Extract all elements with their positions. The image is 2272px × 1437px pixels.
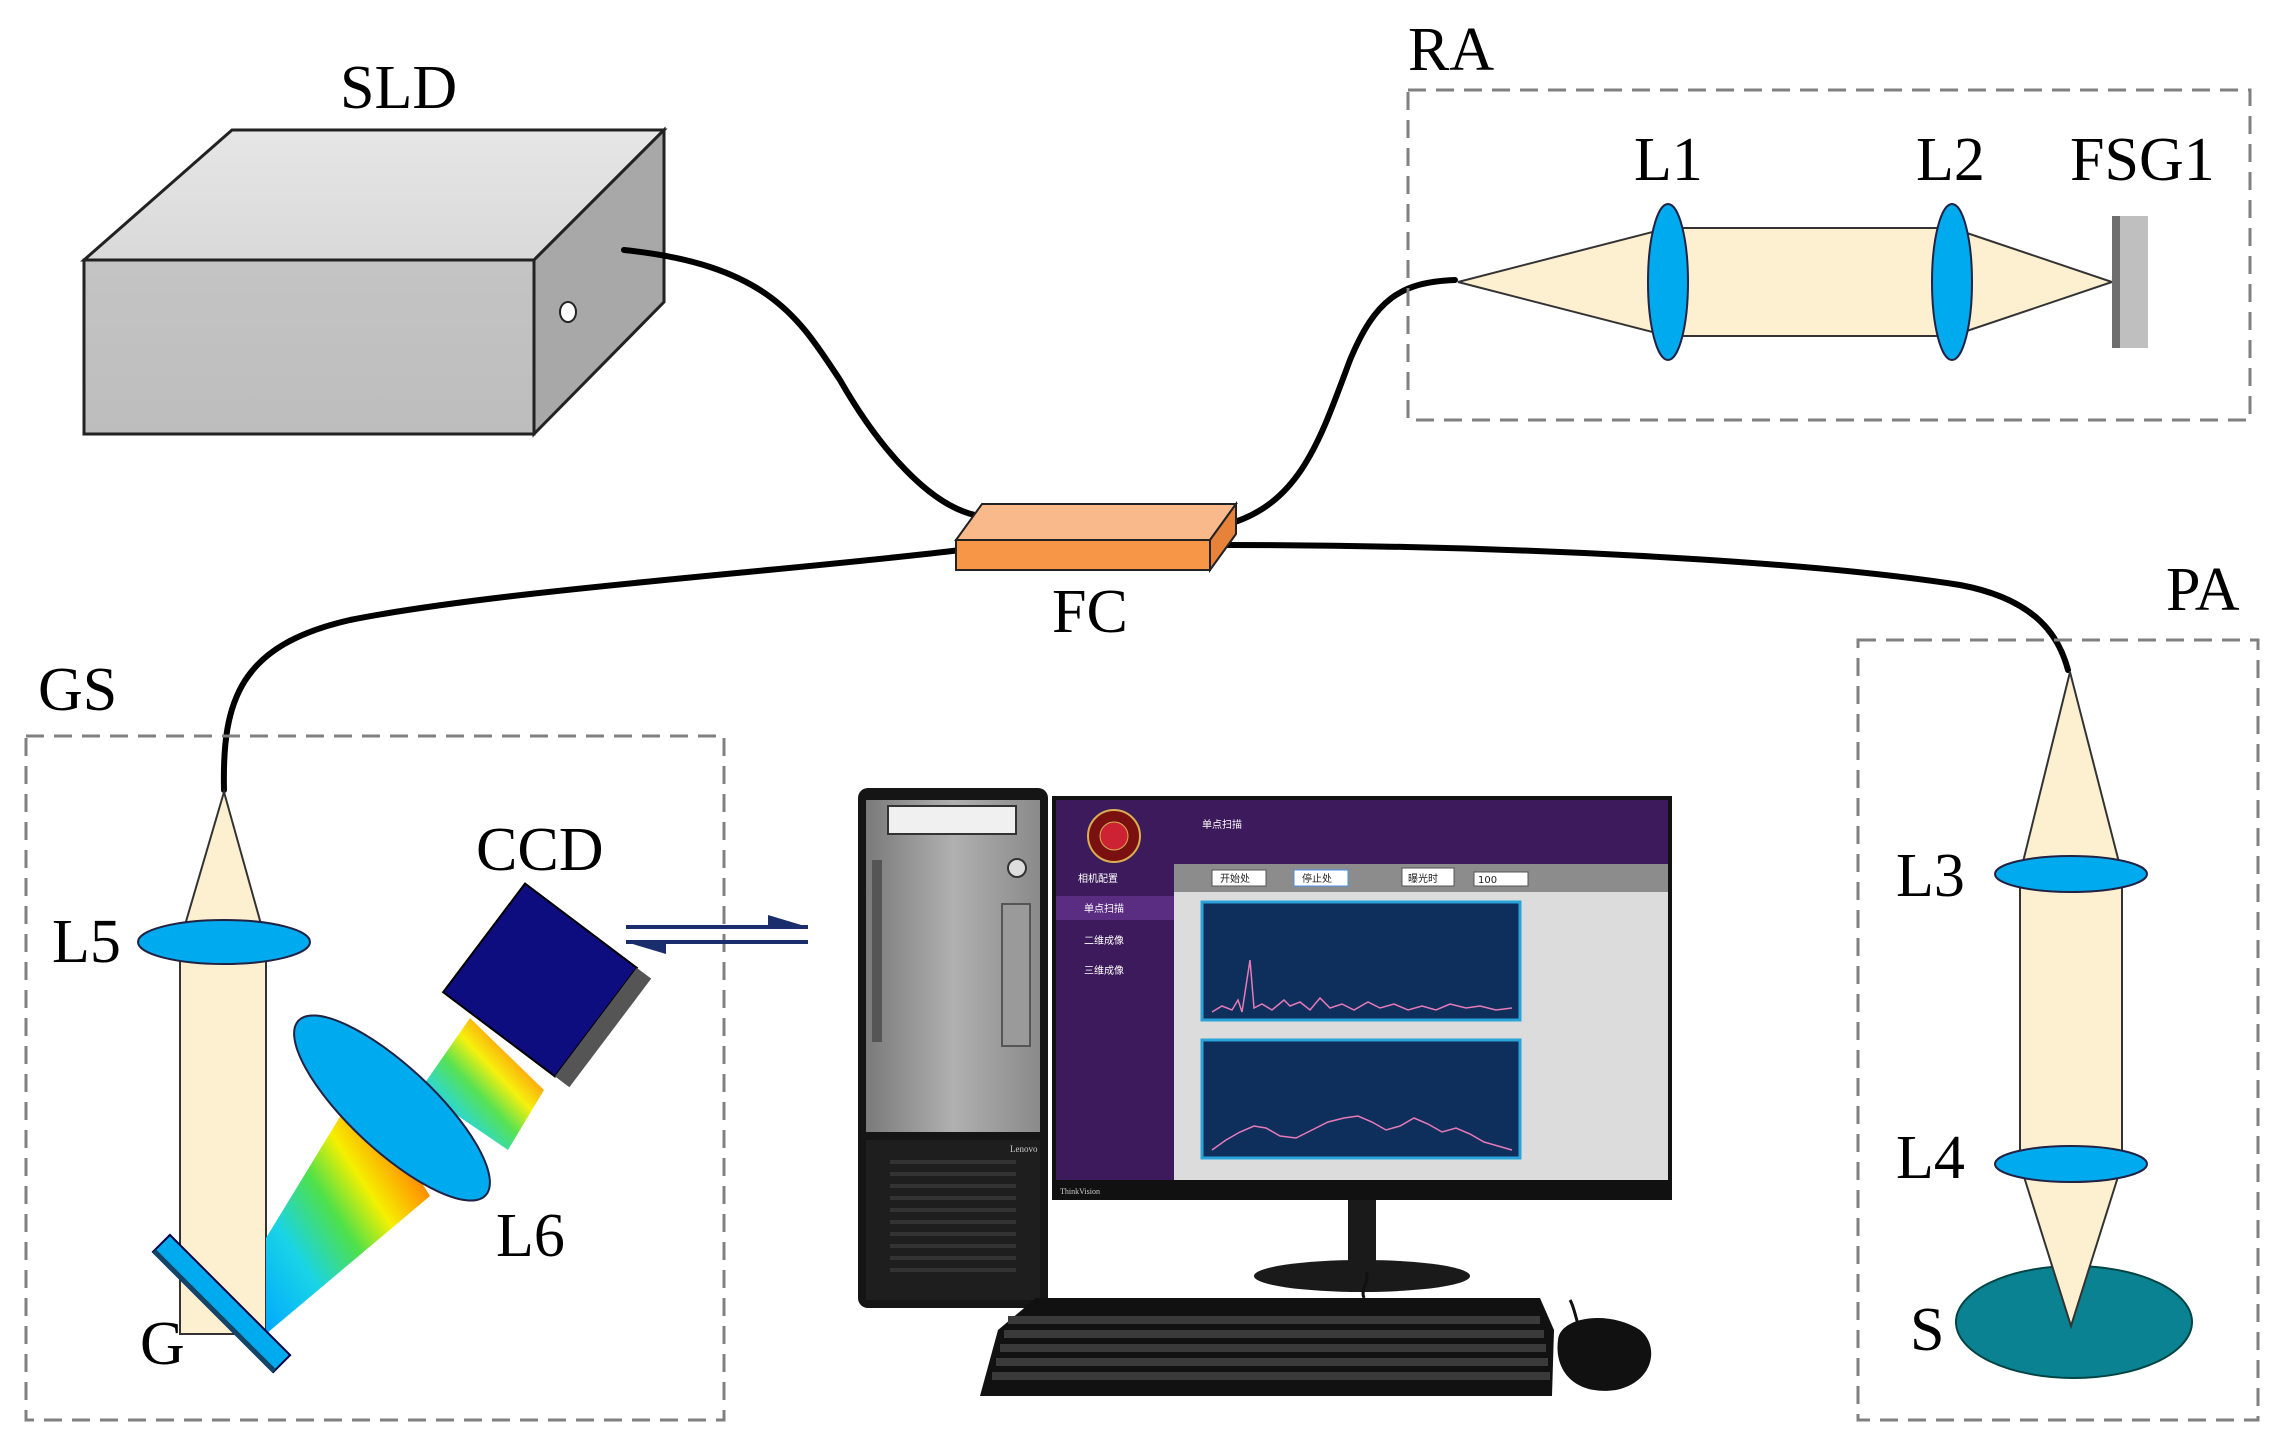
fiber-coupler-to-ra bbox=[1222, 277, 1458, 528]
exposure-button[interactable] bbox=[1401, 867, 1455, 887]
label-l4: L4 bbox=[1896, 1124, 1965, 1192]
gs-frame bbox=[24, 734, 726, 1422]
ccd-camera bbox=[441, 882, 652, 1088]
label-fsg1: FSG1 bbox=[2070, 126, 2215, 194]
label-gs: GS bbox=[38, 656, 117, 724]
label-l6: L6 bbox=[496, 1202, 565, 1270]
fiber-coupler-to-pa bbox=[1222, 542, 2071, 673]
label-l3: L3 bbox=[1896, 842, 1965, 910]
lens-l3 bbox=[1994, 855, 2148, 893]
ra-frame bbox=[1406, 88, 2252, 422]
label-l1: L1 bbox=[1634, 126, 1703, 194]
monitor-brand: ThinkVision bbox=[1060, 1187, 1100, 1196]
ui-plot-bottom bbox=[1200, 1038, 1522, 1160]
label-l5: L5 bbox=[52, 908, 121, 976]
fiber-sld-to-coupler bbox=[621, 247, 978, 518]
lens-l4 bbox=[1994, 1145, 2148, 1183]
keyboard bbox=[980, 1298, 1554, 1396]
pa-frame bbox=[1856, 638, 2260, 1422]
data-link-arrows bbox=[626, 915, 808, 954]
stop-button[interactable] bbox=[1293, 869, 1349, 887]
exposure-input[interactable] bbox=[1473, 871, 1529, 887]
ui-plot-top bbox=[1200, 900, 1522, 1022]
lens-l2 bbox=[1931, 203, 1973, 361]
fiber-coupler bbox=[954, 500, 1238, 574]
sidebar-item-2d-imaging[interactable]: 二维成像 bbox=[1084, 934, 1124, 947]
tower-brand: Lenovo bbox=[1010, 1144, 1038, 1154]
lens-l1 bbox=[1647, 203, 1689, 361]
gs-beam bbox=[178, 788, 268, 1335]
sidebar-item-3d-imaging[interactable]: 三维成像 bbox=[1084, 964, 1124, 977]
ui-window-title: 单点扫描 bbox=[1202, 818, 1242, 831]
label-ra: RA bbox=[1408, 16, 1494, 84]
focused-spectrum bbox=[420, 1018, 544, 1150]
label-s: S bbox=[1910, 1296, 1944, 1364]
grating-g bbox=[151, 1233, 292, 1374]
label-g: G bbox=[140, 1310, 185, 1378]
svg-text:开始处: 开始处 bbox=[1220, 872, 1250, 885]
computer-tower: Lenovo bbox=[858, 788, 1048, 1308]
ui-sidebar bbox=[1056, 800, 1174, 1180]
svg-text:曝光时: 曝光时 bbox=[1408, 872, 1438, 885]
lens-l5 bbox=[137, 919, 311, 965]
sld-source bbox=[80, 126, 668, 438]
sidebar-item-camera-config[interactable]: 相机配置 bbox=[1078, 872, 1118, 885]
label-pa: PA bbox=[2166, 556, 2240, 624]
label-ccd: CCD bbox=[476, 816, 603, 884]
monitor-stand bbox=[1254, 1198, 1470, 1292]
mouse bbox=[1557, 1299, 1652, 1391]
keyboard-cable bbox=[1361, 1271, 1369, 1299]
lens-l6 bbox=[293, 1014, 491, 1202]
svg-text:100: 100 bbox=[1478, 875, 1497, 886]
label-sld: SLD bbox=[340, 54, 457, 122]
start-button[interactable] bbox=[1211, 869, 1267, 887]
svg-text:停止处: 停止处 bbox=[1302, 872, 1332, 885]
ui-toolbar: 开始处 停止处 曝光时 100 bbox=[1211, 867, 1529, 887]
sidebar-item-single-scan[interactable]: 单点扫描 bbox=[1084, 902, 1124, 915]
ra-beam bbox=[1457, 226, 2116, 338]
label-fc: FC bbox=[1052, 578, 1128, 646]
ui-sidebar-items: 相机配置 单点扫描 二维成像 三维成像 bbox=[1056, 872, 1174, 977]
pa-beam bbox=[2018, 671, 2124, 1330]
label-l2: L2 bbox=[1916, 126, 1985, 194]
mirror-fsg1 bbox=[2112, 216, 2148, 348]
fiber-coupler-to-gs bbox=[220, 547, 963, 793]
